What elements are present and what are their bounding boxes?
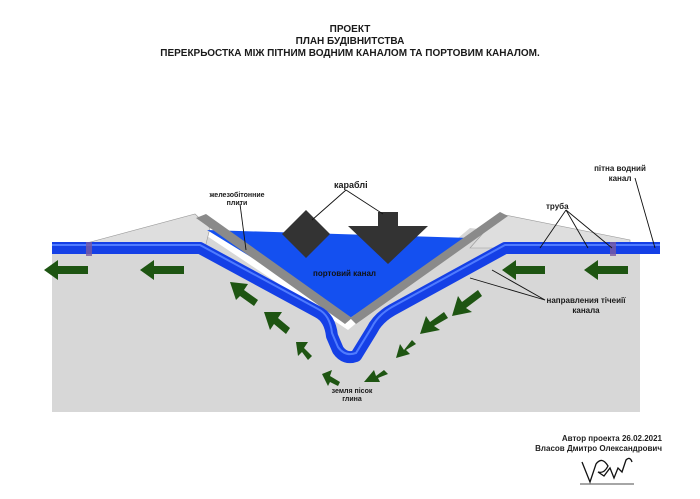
author-block: Автор проекта 26.02.2021 Власов Дмитро О… [535, 434, 662, 454]
ship-2 [348, 212, 428, 264]
concrete-slabs-label: железобітонние плити [209, 192, 265, 207]
flow-arrow-d2 [420, 312, 448, 334]
flow-direction-label: направления тічеиії канала [546, 296, 626, 315]
flow-arrow-d3 [396, 340, 416, 358]
title-line-3: ПЕРЕКРЬОСТКА МІЖ ПІТНИМ ВОДНИМ КАНАЛОМ Т… [160, 48, 540, 59]
flow-arrow-u4 [322, 370, 340, 386]
flow-arrow-u3 [296, 342, 312, 360]
ship-1 [282, 210, 330, 258]
flow-arrow-d1 [452, 290, 482, 316]
soil-label: земля пісок глина [331, 388, 373, 403]
pipe-label: труба [546, 202, 569, 211]
pipe [52, 242, 660, 364]
ground-body [52, 228, 640, 412]
ships-label: караблі [334, 180, 368, 190]
signature [580, 457, 634, 485]
flow-arrow-r1 [584, 260, 628, 280]
flow-arrow-l2 [44, 260, 88, 280]
pipe-flange-right [610, 242, 616, 256]
flow-arrow-d4 [364, 370, 388, 382]
flow-arrow-r2 [502, 260, 545, 280]
water-canal-label: пітна водний канал [594, 164, 646, 183]
pipe-highlight [52, 244, 660, 356]
title-line-2: ПЛАН БУДІВНИТСТВА [295, 36, 405, 47]
pipe-flange-left [86, 242, 92, 256]
flow-arrow-u2 [264, 312, 290, 334]
flow-arrow-u1 [230, 282, 258, 306]
title-block: ПРОЕКТ ПЛАН БУДІВНИТСТВА ПЕРЕКРЬОСТКА МІ… [0, 24, 700, 60]
leader-lines [239, 177, 656, 301]
flow-arrow-l1 [140, 260, 184, 280]
concrete-slab-right [350, 212, 508, 324]
author-line-2: Власов Дмитро Олександрович [535, 444, 662, 453]
flow-arrows [44, 260, 628, 386]
author-line-1: Автор проекта 26.02.2021 [561, 434, 662, 443]
title-line-1: ПРОЕКТ [329, 24, 371, 35]
concrete-slab-left [196, 214, 352, 324]
port-canal-water [207, 230, 470, 318]
port-canal-label: портовий канал [313, 269, 376, 278]
